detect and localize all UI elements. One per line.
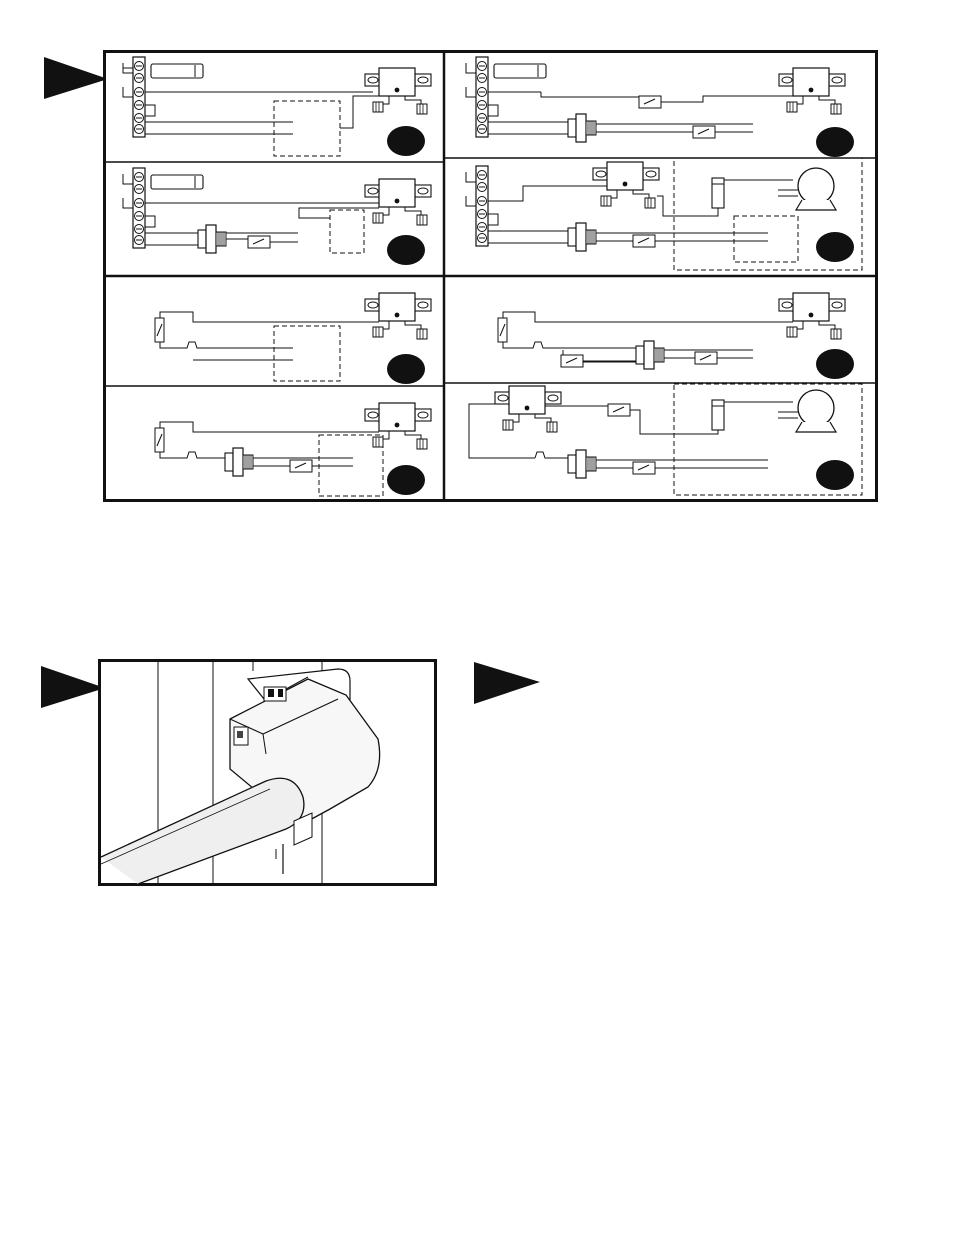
humidifier-illustration <box>98 659 437 886</box>
pointer-arrow-icon <box>474 660 546 706</box>
wiring-diagram-grid <box>103 50 878 502</box>
